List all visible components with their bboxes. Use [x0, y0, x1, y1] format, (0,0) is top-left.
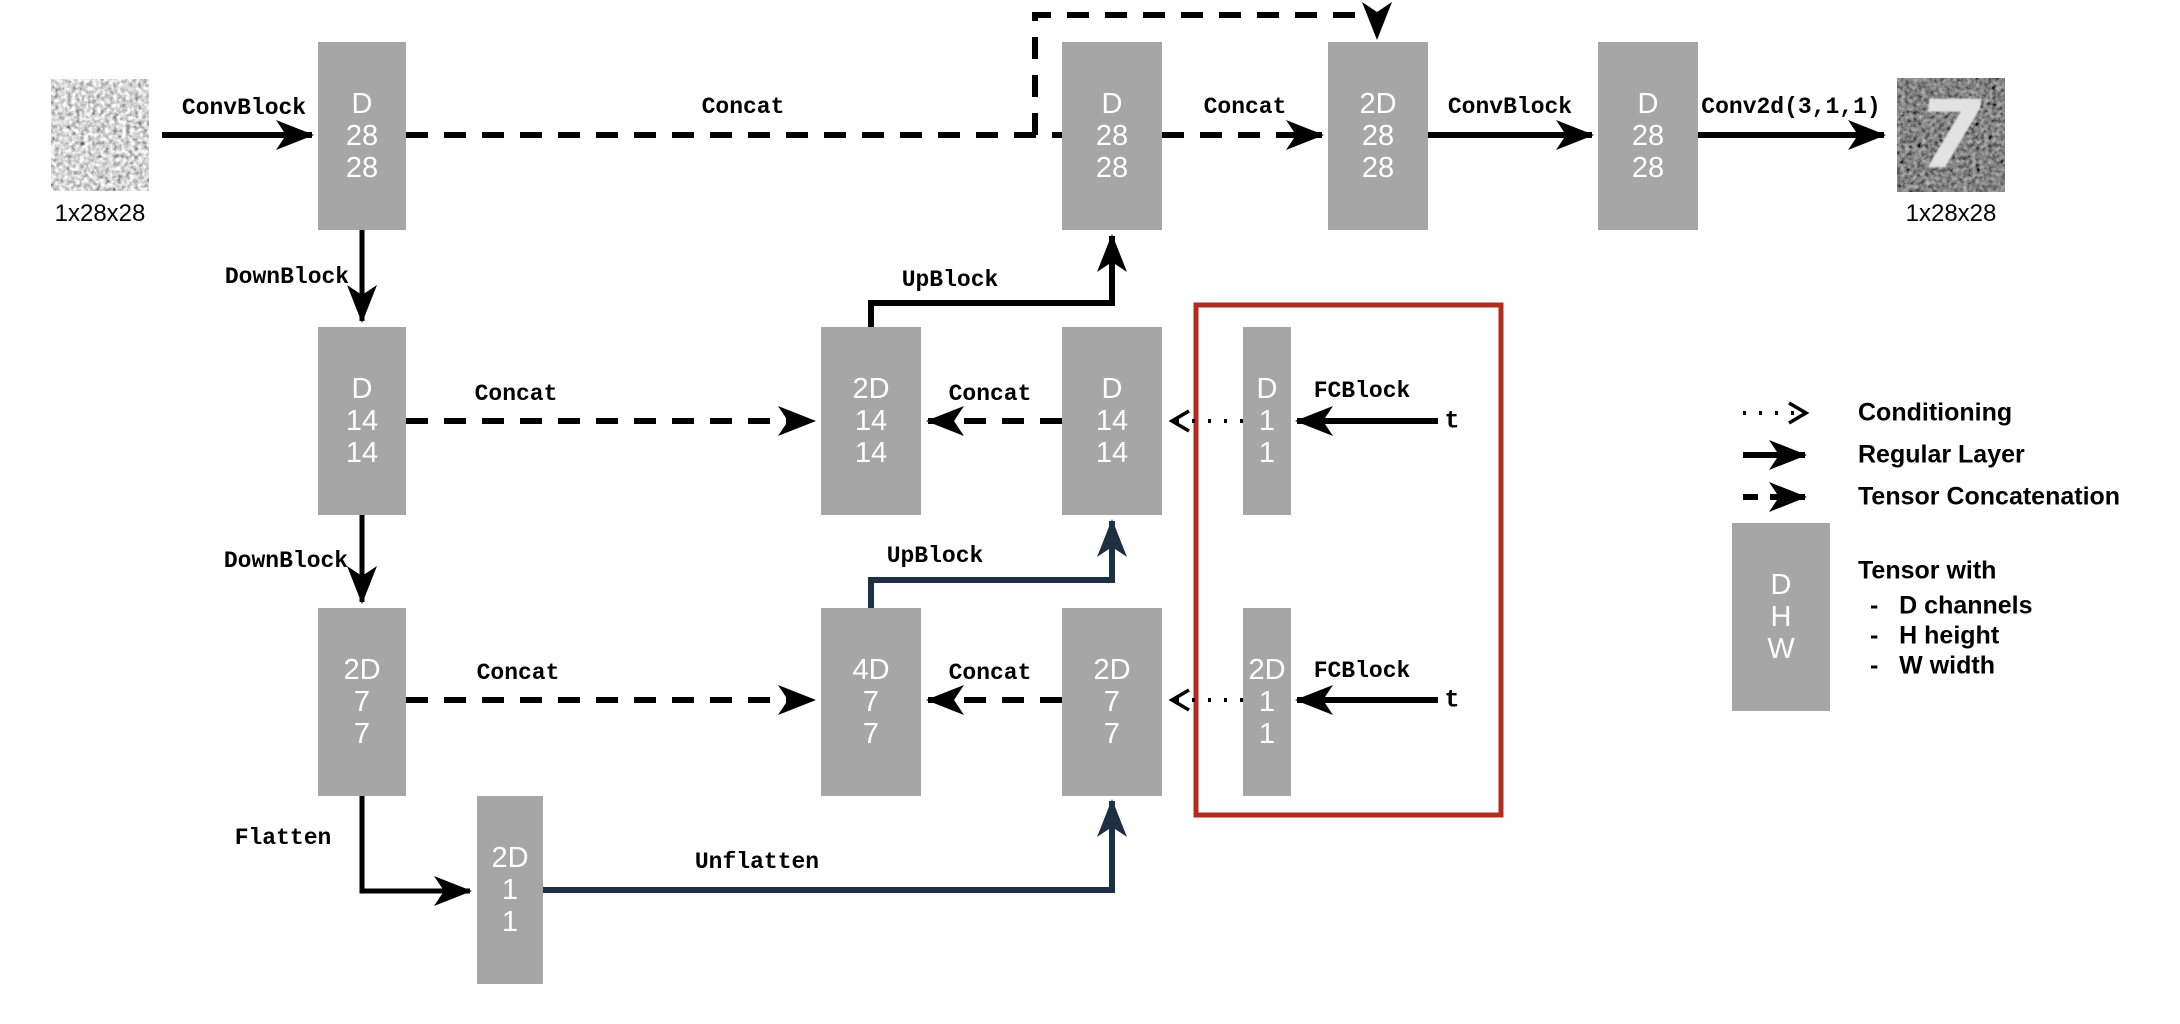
block-label-line: 2D [343, 654, 381, 686]
edge-label-fcblock-row3: FCBlock [1313, 658, 1411, 684]
block-label-line: D [1101, 373, 1123, 405]
block-time-embed-2d-1-1: 2D 1 1 [1243, 608, 1291, 796]
block-label-line: 14 [1095, 437, 1129, 469]
block-label-line: 4D [852, 654, 890, 686]
block-label-line: 14 [854, 405, 888, 437]
block-encoder-d-14-14: D 14 14 [318, 327, 406, 515]
legend-tensor-note-title: Tensor with [1858, 556, 1997, 585]
legend-label-tensor-concatenation: Tensor Concatenation [1858, 482, 2121, 511]
legend-tensor-note-h-height: - H height [1870, 621, 2000, 650]
input-image-label: 1x28x28 [54, 200, 146, 227]
block-label-line: 7 [353, 718, 371, 750]
block-label-line: 28 [1631, 152, 1665, 184]
block-concat-2d-28-28: 2D 28 28 [1328, 42, 1428, 230]
block-decoder-2d-7-7: 2D 7 7 [1062, 608, 1162, 796]
digit-seven: 7 [1910, 80, 1992, 190]
block-label-line: 1 [1258, 437, 1276, 469]
edge-label-upblock-top: UpBlock [901, 267, 999, 293]
edge-label-convblock-out: ConvBlock [1447, 94, 1573, 120]
block-label-line: 28 [1095, 120, 1129, 152]
block-label-line: 28 [345, 120, 379, 152]
block-label-line: 7 [1103, 686, 1121, 718]
block-final-d-28-28: D 28 28 [1598, 42, 1698, 230]
block-label-line: 28 [1361, 120, 1395, 152]
block-label-line: D [1256, 373, 1278, 405]
block-label-line: 7 [862, 718, 880, 750]
legend-label-conditioning: Conditioning [1858, 398, 2013, 427]
output-image-label: 1x28x28 [1905, 200, 1997, 227]
block-label-line: 2D [1359, 88, 1397, 120]
block-label-line: H [1770, 601, 1792, 633]
edge-label-concat-row3-enc: Concat [476, 660, 560, 686]
output-image: 7 [1897, 78, 2005, 192]
conditioning-red-box [1193, 302, 1504, 818]
block-label-line: 7 [862, 686, 880, 718]
block-decoder-d-28-28: D 28 28 [1062, 42, 1162, 230]
legend-label-regular-layer: Regular Layer [1858, 440, 2025, 469]
block-label-line: 1 [501, 874, 519, 906]
edge-label-upblock-mid: UpBlock [886, 543, 984, 569]
input-image [51, 79, 149, 191]
block-encoder-2d-7-7: 2D 7 7 [318, 608, 406, 796]
block-label-line: 2D [1093, 654, 1131, 686]
block-label-line: 14 [345, 437, 379, 469]
block-label-line: 2D [852, 373, 890, 405]
block-label-line: 14 [345, 405, 379, 437]
block-label-line: 28 [1631, 120, 1665, 152]
block-decoder-d-14-14: D 14 14 [1062, 327, 1162, 515]
block-label-line: 2D [1248, 654, 1286, 686]
block-label-line: D [351, 373, 373, 405]
edge-label-conv2d: Conv2d(3,1,1) [1701, 94, 1881, 120]
legend-tensor-note-d-channels: - D channels [1870, 591, 2033, 620]
input-noise [51, 79, 149, 191]
block-encoder-d-28-28: D 28 28 [318, 42, 406, 230]
edge-label-concat-row2-dec: Concat [948, 381, 1032, 407]
block-label-line: 1 [1258, 718, 1276, 750]
arrow-upblock-mid [868, 519, 1127, 608]
legend-tensor-note-w-width: - W width [1870, 651, 1995, 680]
block-label-line: 28 [1361, 152, 1395, 184]
block-label-line: 14 [854, 437, 888, 469]
arrow-upblock-top [868, 234, 1127, 327]
arrow-unflatten [543, 799, 1127, 893]
block-up-2d-14-14: 2D 14 14 [821, 327, 921, 515]
block-label-line: D [1770, 569, 1792, 601]
block-label-line: 14 [1095, 405, 1129, 437]
block-label-line: 7 [1103, 718, 1121, 750]
block-label-line: 2D [491, 842, 529, 874]
block-time-embed-d-1-1: D 1 1 [1243, 327, 1291, 515]
edge-label-concat-row2-enc: Concat [474, 381, 558, 407]
output-noise [1897, 78, 2005, 192]
edge-label-concat-row3-dec: Concat [948, 660, 1032, 686]
block-label-line: D [351, 88, 373, 120]
edge-label-concat-skip: Concat [701, 94, 785, 120]
block-bottleneck-2d-1-1: 2D 1 1 [477, 796, 543, 984]
skip-dashed-overtop [1032, 2, 1392, 135]
block-label-line: D [1637, 88, 1659, 120]
edge-label-concat-top: Concat [1203, 94, 1287, 120]
time-input-t-row2: t [1444, 406, 1460, 436]
arrow-flatten [359, 796, 472, 906]
block-label-line: W [1767, 633, 1795, 665]
edge-label-downblock-1: DownBlock [224, 264, 350, 290]
block-label-line: D [1101, 88, 1123, 120]
block-label-line: 1 [501, 906, 519, 938]
block-label-line: 1 [1258, 405, 1276, 437]
edge-label-unflatten: Unflatten [694, 849, 820, 875]
edge-label-downblock-2: DownBlock [223, 548, 349, 574]
block-label-line: 7 [353, 686, 371, 718]
block-label-line: 28 [1095, 152, 1129, 184]
legend-tensor-block: D H W [1732, 523, 1830, 711]
time-input-t-row3: t [1444, 685, 1460, 715]
block-label-line: 1 [1258, 686, 1276, 718]
block-up-4d-7-7: 4D 7 7 [821, 608, 921, 796]
edge-label-fcblock-row2: FCBlock [1313, 378, 1411, 404]
block-label-line: 28 [345, 152, 379, 184]
edge-label-flatten: Flatten [234, 825, 332, 851]
edge-label-convblock-in: ConvBlock [181, 95, 307, 121]
